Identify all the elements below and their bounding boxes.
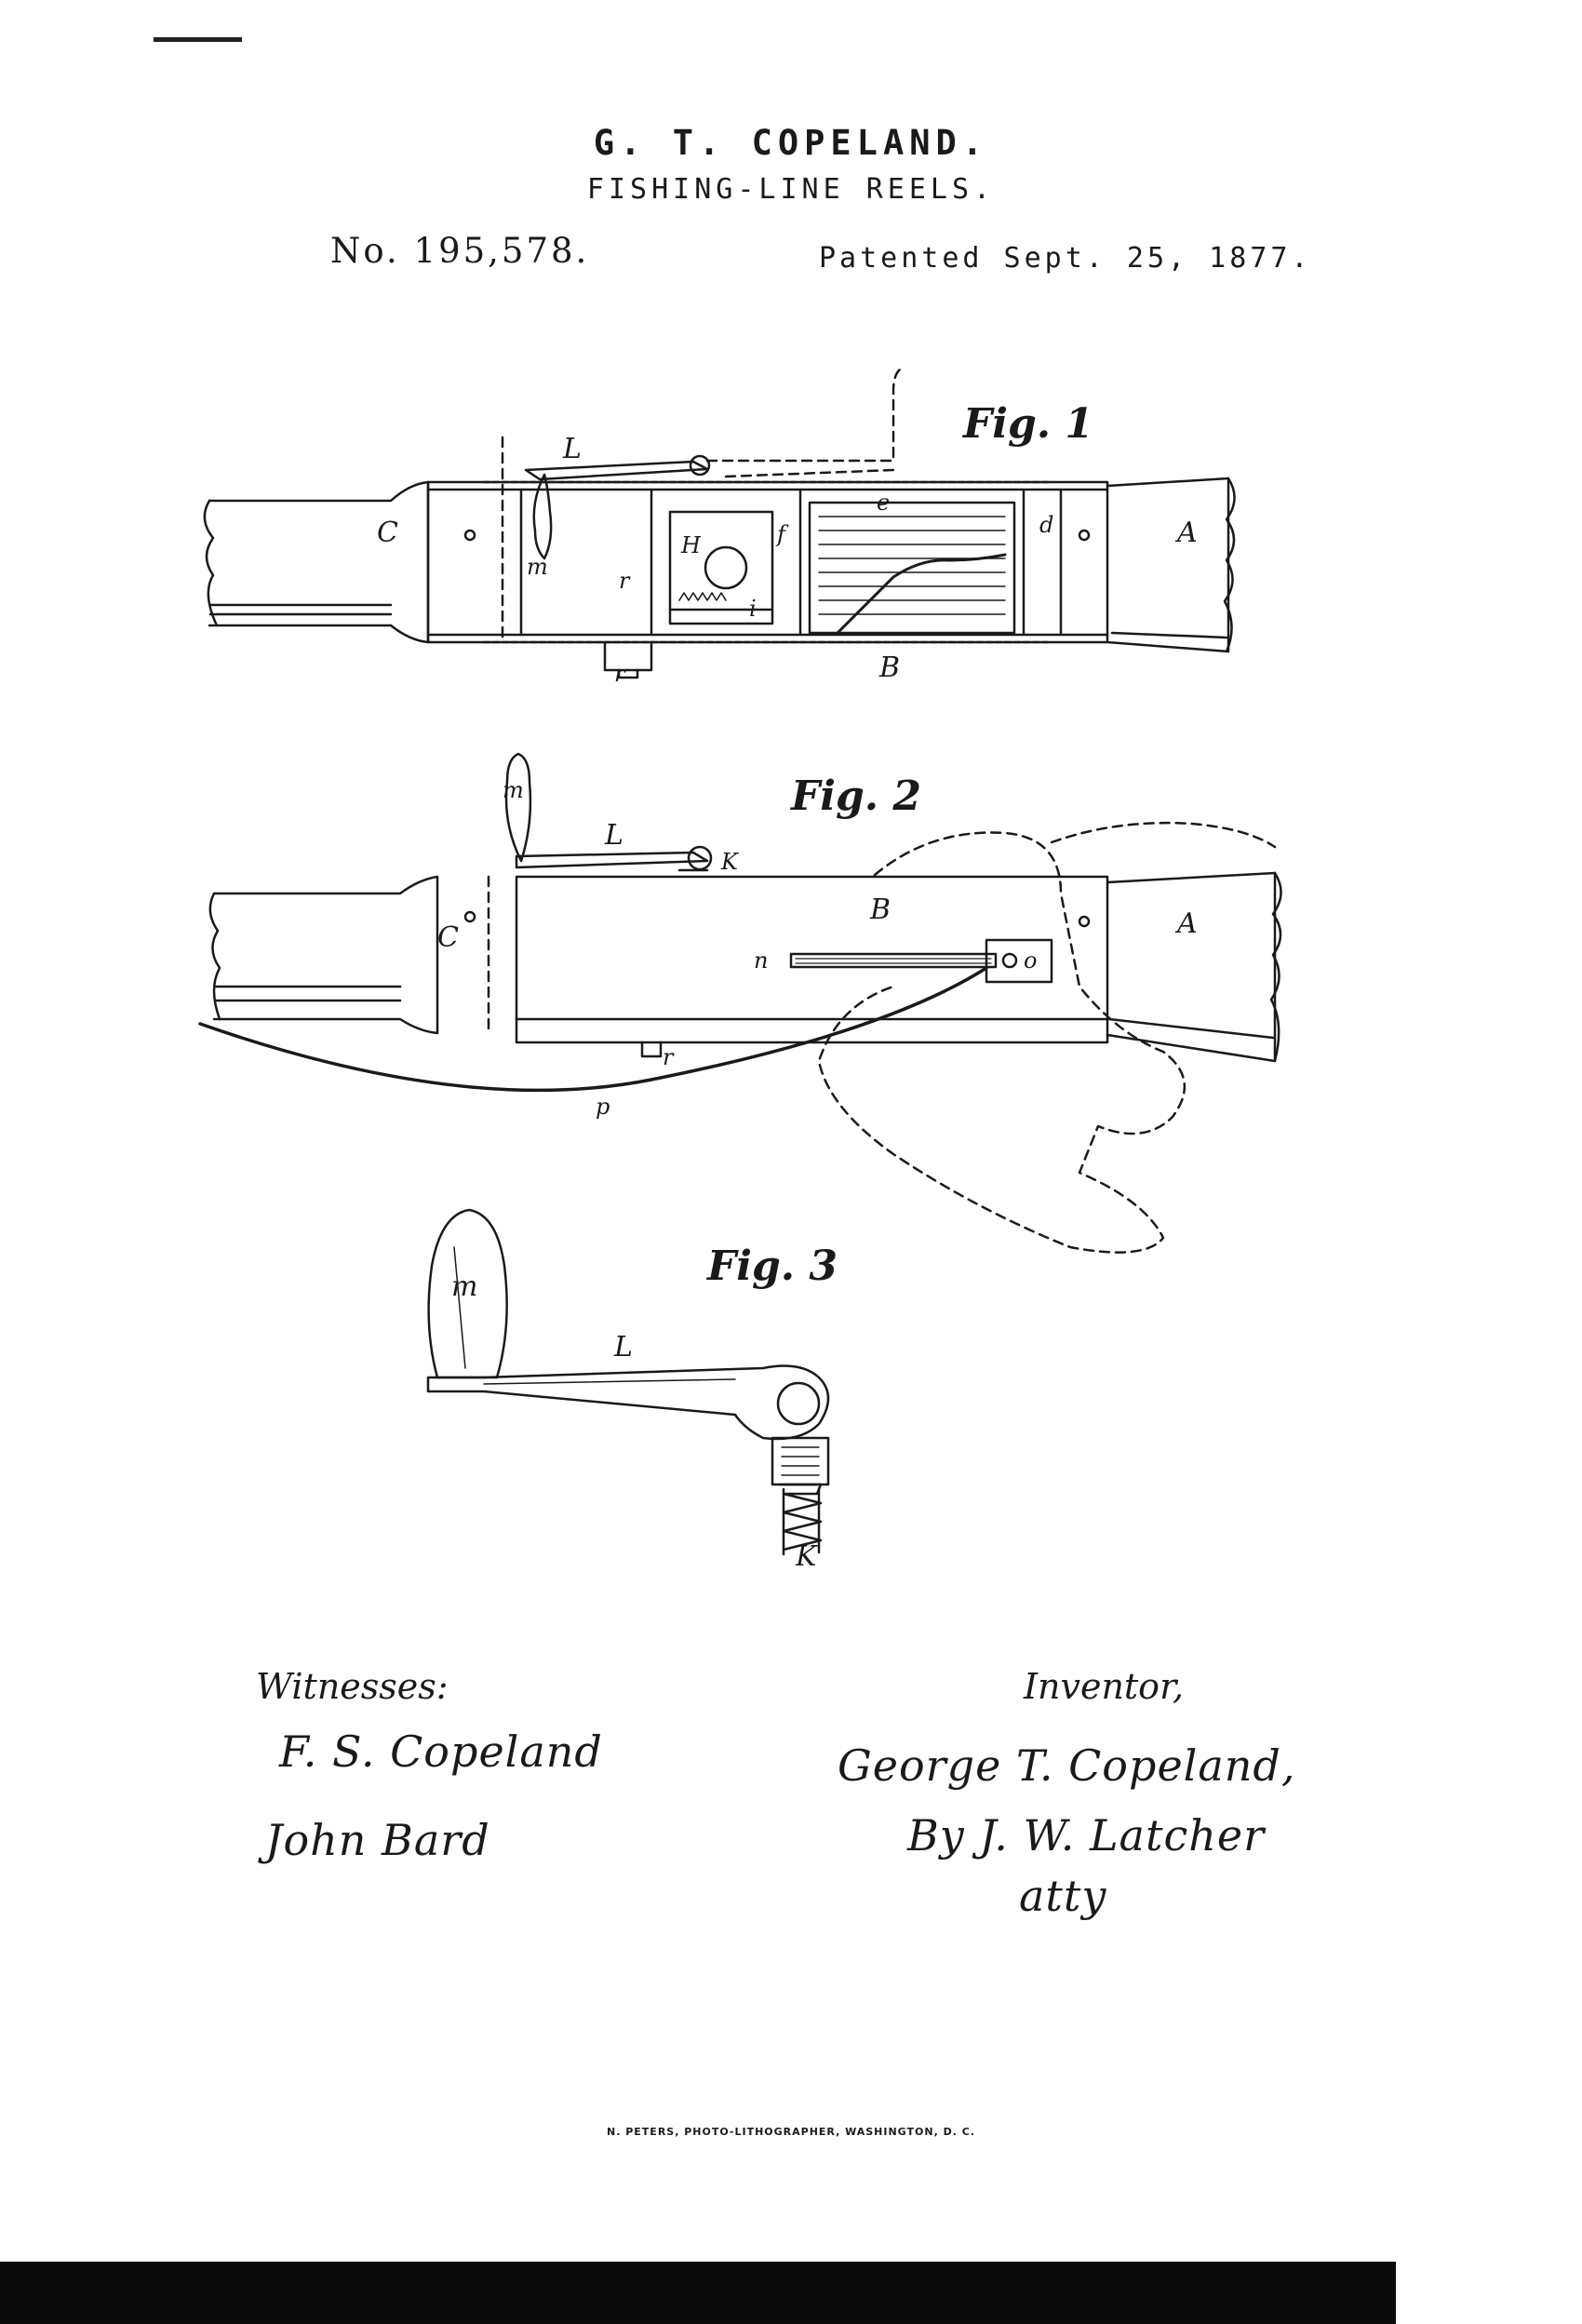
- witnesses-heading: Witnesses:: [256, 1666, 449, 1707]
- fig1-label-m: m: [527, 554, 548, 580]
- inventor-signature: George T. Copeland,: [838, 1740, 1296, 1791]
- fig1-label-H: H: [681, 532, 701, 558]
- fig2-caption: Fig. 2: [791, 772, 921, 820]
- fig1-label-C: C: [377, 517, 398, 549]
- fig1-label-f: f: [777, 521, 785, 547]
- fig1-label-L: L: [563, 433, 582, 465]
- inventor-heading: Inventor,: [1024, 1666, 1185, 1707]
- inventor-name-heading: G. T. COPELAND.: [593, 123, 989, 163]
- fig1-label-r-lower: r: [614, 661, 625, 687]
- fig3-caption: Fig. 3: [707, 1243, 838, 1290]
- fig1-drawing: [203, 366, 1236, 679]
- scan-mark: [154, 37, 242, 42]
- fig3-drawing: [426, 1208, 830, 1556]
- fig1-label-d: d: [1039, 512, 1054, 538]
- fig3-label-m: m: [451, 1270, 478, 1303]
- fig2-label-L: L: [605, 819, 623, 852]
- fig1-label-i: i: [749, 596, 757, 622]
- fig2-label-K: K: [721, 849, 738, 875]
- fig3-label-K: K: [796, 1540, 817, 1573]
- attorney-title: atty: [1019, 1871, 1107, 1921]
- patent-title: FISHING-LINE REELS.: [586, 173, 996, 206]
- scan-border: [0, 2262, 1396, 2324]
- fig3-label-L: L: [614, 1331, 633, 1364]
- fig1-label-B: B: [879, 652, 901, 684]
- fig2-label-o: o: [1024, 947, 1038, 974]
- fig2-label-C: C: [437, 921, 459, 954]
- fig2-label-A: A: [1177, 907, 1198, 940]
- fig1-caption: Fig. 1: [963, 400, 1093, 448]
- fig2-label-r: r: [663, 1044, 674, 1070]
- fig2-drawing: [198, 752, 1282, 1254]
- fig2-label-B: B: [870, 893, 892, 926]
- patent-date: Patented Sept. 25, 1877.: [819, 242, 1312, 275]
- fig1-label-A: A: [1177, 517, 1198, 549]
- printer-imprint: N. PETERS, PHOTO-LITHOGRAPHER, WASHINGTO…: [607, 2126, 975, 2138]
- fig1-label-r-upper: r: [619, 568, 630, 594]
- patent-number: No. 195,578.: [330, 231, 590, 271]
- attorney-signature: By J. W. Latcher: [907, 1810, 1266, 1861]
- fig1-label-e: e: [877, 490, 891, 516]
- fig2-label-m: m: [503, 777, 524, 803]
- fig2-label-p: p: [596, 1094, 610, 1120]
- witness-signature-2: John Bard: [265, 1815, 490, 1865]
- witness-signature-1: F. S. Copeland: [279, 1726, 603, 1777]
- fig2-label-n: n: [754, 947, 769, 974]
